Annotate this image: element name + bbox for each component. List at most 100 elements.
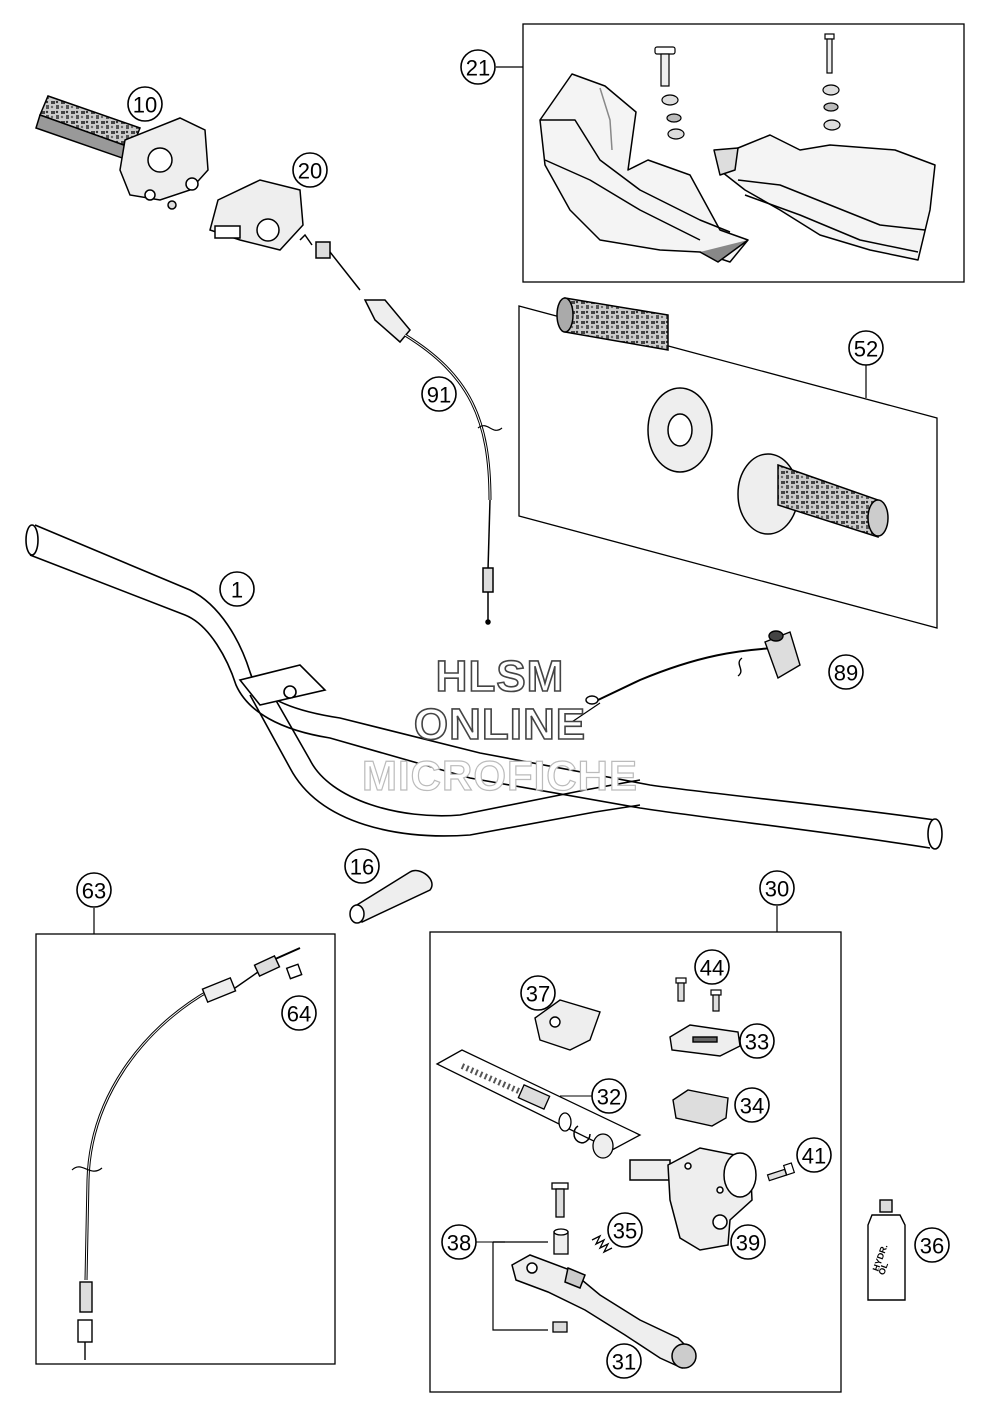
reservoir-diaphragm bbox=[672, 1089, 729, 1127]
callout-label: 21 bbox=[466, 56, 490, 81]
callout-label: 39 bbox=[736, 1231, 760, 1256]
callout-circle bbox=[219, 571, 255, 607]
callout-31: 31 bbox=[606, 1343, 642, 1379]
reservoir-cover bbox=[669, 1024, 741, 1057]
callout-circle bbox=[848, 330, 884, 366]
callout-33: 33 bbox=[739, 1023, 775, 1059]
callout-1: 1 bbox=[219, 571, 255, 607]
callout-label: 38 bbox=[447, 1231, 471, 1256]
callout-35: 35 bbox=[607, 1212, 643, 1248]
callout-circle bbox=[607, 1212, 643, 1248]
piston-kit bbox=[435, 1049, 642, 1159]
callout-label: 63 bbox=[82, 879, 106, 904]
callout-circle bbox=[759, 870, 795, 906]
callout-89: 89 bbox=[828, 654, 864, 690]
callout-91: 91 bbox=[421, 376, 457, 412]
callout-label: 30 bbox=[765, 877, 789, 902]
callout-label: 91 bbox=[427, 383, 451, 408]
clutch-cable-group bbox=[35, 908, 336, 1365]
callout-circle bbox=[460, 49, 496, 85]
callout-63: 63 bbox=[76, 872, 112, 908]
callout-circle bbox=[127, 86, 163, 122]
callout-circle bbox=[520, 975, 556, 1011]
leader-lines bbox=[476, 1095, 604, 1243]
throttle-housing-cover bbox=[209, 179, 304, 251]
callout-label: 31 bbox=[612, 1350, 636, 1375]
callout-21: 21 bbox=[460, 49, 496, 85]
callout-label: 16 bbox=[350, 855, 374, 880]
lever-pivot-hardware bbox=[492, 1182, 569, 1333]
callout-36: 36 bbox=[914, 1227, 950, 1263]
master-cylinder-body bbox=[629, 1147, 757, 1251]
callout-label: 10 bbox=[133, 93, 157, 118]
callout-circle bbox=[421, 376, 457, 412]
callout-label: 33 bbox=[745, 1030, 769, 1055]
callout-37: 37 bbox=[520, 975, 556, 1011]
handlebar bbox=[25, 524, 943, 850]
bar-end-plug bbox=[349, 869, 433, 924]
callout-circle bbox=[694, 949, 730, 985]
callout-32: 32 bbox=[591, 1078, 627, 1114]
callout-circle bbox=[591, 1078, 627, 1114]
brake-master-frame bbox=[429, 931, 842, 1393]
callout-label: 35 bbox=[613, 1219, 637, 1244]
brake-clamp bbox=[534, 999, 601, 1051]
callout-label: 20 bbox=[298, 159, 322, 184]
callout-34: 34 bbox=[734, 1087, 770, 1123]
callout-label: 37 bbox=[526, 982, 550, 1007]
handguard-kit-frame bbox=[522, 23, 965, 283]
left-handguard bbox=[539, 73, 749, 263]
callout-52: 52 bbox=[848, 330, 884, 366]
callouts: 1 10 16 20 21 30 31 32 33 34 35 36 37 38 39 41 44 52 63 64 8… bbox=[76, 49, 950, 1379]
brake-master-group bbox=[429, 906, 842, 1393]
callout-64: 64 bbox=[281, 995, 317, 1031]
right-grip bbox=[737, 453, 889, 539]
grip-set-group bbox=[518, 297, 938, 629]
callout-circle bbox=[828, 654, 864, 690]
reservoir-screws bbox=[675, 977, 722, 1012]
bottle-label-line2: ÖL bbox=[876, 1261, 890, 1277]
grip-set-frame bbox=[518, 305, 938, 629]
callout-39: 39 bbox=[730, 1224, 766, 1260]
throttle-grip bbox=[35, 95, 209, 210]
callout-label: 89 bbox=[834, 661, 858, 686]
callout-20: 20 bbox=[292, 152, 328, 188]
adjuster-spring bbox=[591, 1234, 613, 1254]
right-handguard bbox=[713, 134, 936, 261]
callout-label: 32 bbox=[597, 1085, 621, 1110]
callout-label: 36 bbox=[920, 1234, 944, 1259]
callout-circle bbox=[76, 872, 112, 908]
callout-label: 41 bbox=[802, 1144, 826, 1169]
throttle-cable bbox=[299, 233, 503, 625]
callout-41: 41 bbox=[796, 1137, 832, 1173]
callout-circle bbox=[344, 848, 380, 884]
callout-circle bbox=[281, 995, 317, 1031]
body-screw bbox=[766, 1162, 796, 1182]
callout-16: 16 bbox=[344, 848, 380, 884]
callout-circle bbox=[796, 1137, 832, 1173]
callout-label: 1 bbox=[231, 578, 243, 603]
callout-30: 30 bbox=[759, 870, 795, 906]
callout-circle bbox=[739, 1023, 775, 1059]
left-grip bbox=[556, 297, 713, 473]
callout-label: 44 bbox=[700, 956, 724, 981]
callout-label: 52 bbox=[854, 337, 878, 362]
callout-circle bbox=[292, 152, 328, 188]
callout-circle bbox=[730, 1224, 766, 1260]
callout-label: 34 bbox=[740, 1094, 764, 1119]
brake-lever bbox=[511, 1254, 697, 1369]
clutch-cable-frame bbox=[35, 933, 336, 1365]
hydraulic-oil-bottle: HYDR. ÖL bbox=[867, 1199, 906, 1301]
handguard-kit-group bbox=[496, 23, 965, 283]
callout-44: 44 bbox=[694, 949, 730, 985]
callout-label: 64 bbox=[287, 1002, 311, 1027]
callout-circle bbox=[734, 1087, 770, 1123]
callout-10: 10 bbox=[127, 86, 163, 122]
handguard-bolts bbox=[654, 33, 841, 140]
callout-circle bbox=[606, 1343, 642, 1379]
callout-38: 38 bbox=[441, 1224, 477, 1260]
callout-circle bbox=[441, 1224, 477, 1260]
kill-switch bbox=[559, 630, 801, 731]
callout-circle bbox=[914, 1227, 950, 1263]
